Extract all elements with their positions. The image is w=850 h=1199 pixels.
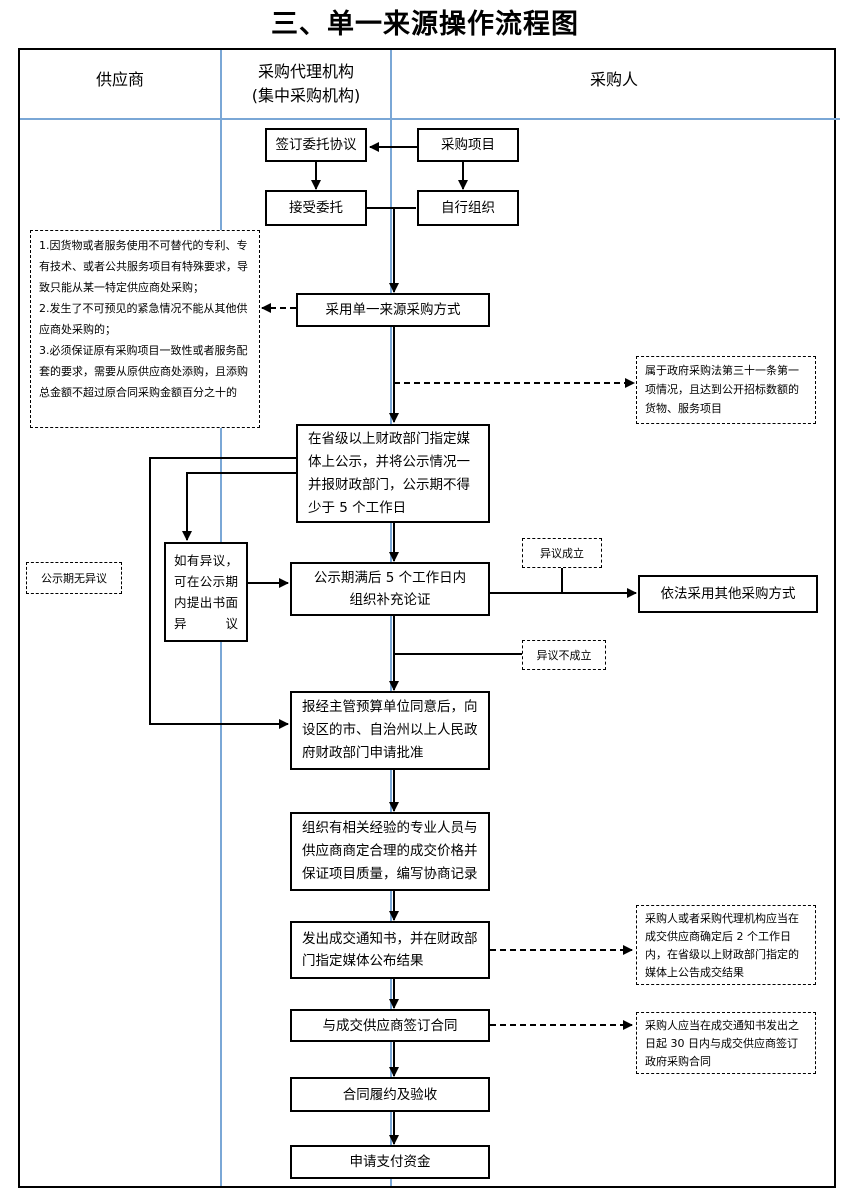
negotiate-box: 组织有相关经验的专业人员与供应商商定合理的成交价格并保证项目质量，编写协商记录: [290, 812, 490, 891]
condition-item: 3.必须保证原有采购项目一致性或者服务配套的要求，需要从原供应商处添购，且添购总…: [39, 344, 248, 399]
announce-result-note: 采购人或者采购代理机构应当在成交供应商确定后 2 个工作日内，在省级以上财政部门…: [636, 905, 816, 985]
lane-supplier: 供应商: [95, 70, 144, 89]
purchase-project-box: 采购项目: [417, 128, 519, 162]
conditions-note: 1.因货物或者服务使用不可替代的专利、专有技术、或者公共服务项目有特殊要求，导致…: [30, 230, 260, 428]
organize-argument-box: 公示期满后 5 个工作日内 组织补充论证: [290, 562, 490, 616]
objection-upheld-note: 异议成立: [522, 538, 602, 568]
no-objection-note: 公示期无异议: [26, 562, 122, 594]
objection-box: 如有异议，可在公示期内提出书面异议: [164, 542, 248, 642]
flowchart-frame: [18, 48, 836, 1188]
publicity-box: 在省级以上财政部门指定媒体上公示，并将公示情况一并报财政部门，公示期不得少于 5…: [296, 424, 490, 523]
adopt-single-source-box: 采用单一来源采购方式: [296, 293, 490, 327]
sign-contract-box: 与成交供应商签订合同: [290, 1009, 490, 1042]
accept-entrust-box: 接受委托: [265, 190, 367, 226]
condition-item: 2.发生了不可预见的紧急情况不能从其他供应商处采购的；: [39, 302, 248, 336]
header-divider: [20, 118, 840, 120]
page-title: 三、单一来源操作流程图: [271, 9, 579, 40]
lane-divider-2: [390, 50, 392, 1186]
lane-agency-line2: (集中采购机构): [251, 86, 361, 105]
other-methods-box: 依法采用其他采购方式: [638, 575, 818, 613]
organize-argument-line2: 组织补充论证: [349, 592, 431, 608]
self-organize-box: 自行组织: [417, 190, 519, 226]
lane-purchaser: 采购人: [589, 70, 638, 89]
organize-argument-line1: 公示期满后 5 个工作日内: [313, 570, 467, 586]
sign-within-note: 采购人应当在成交通知书发出之日起 30 日内与成交供应商签订政府采购合同: [636, 1012, 816, 1074]
article31-note: 属于政府采购法第三十一条第一项情况，且达到公开招标数额的货物、服务项目: [636, 356, 816, 424]
issue-notice-box: 发出成交通知书，并在财政部门指定媒体公布结果: [290, 921, 490, 979]
apply-funds-box: 申请支付资金: [290, 1145, 490, 1179]
objection-rejected-note: 异议不成立: [522, 640, 606, 670]
sign-entrust-box: 签订委托协议: [265, 128, 367, 162]
lane-agency-line1: 采购代理机构: [257, 62, 354, 81]
perform-accept-box: 合同履约及验收: [290, 1077, 490, 1112]
condition-item: 1.因货物或者服务使用不可替代的专利、专有技术、或者公共服务项目有特殊要求，导致…: [39, 239, 248, 294]
lane-agency: 采购代理机构 (集中采购机构): [222, 60, 390, 108]
report-approval-box: 报经主管预算单位同意后，向设区的市、自治州以上人民政府财政部门申请批准: [290, 691, 490, 770]
